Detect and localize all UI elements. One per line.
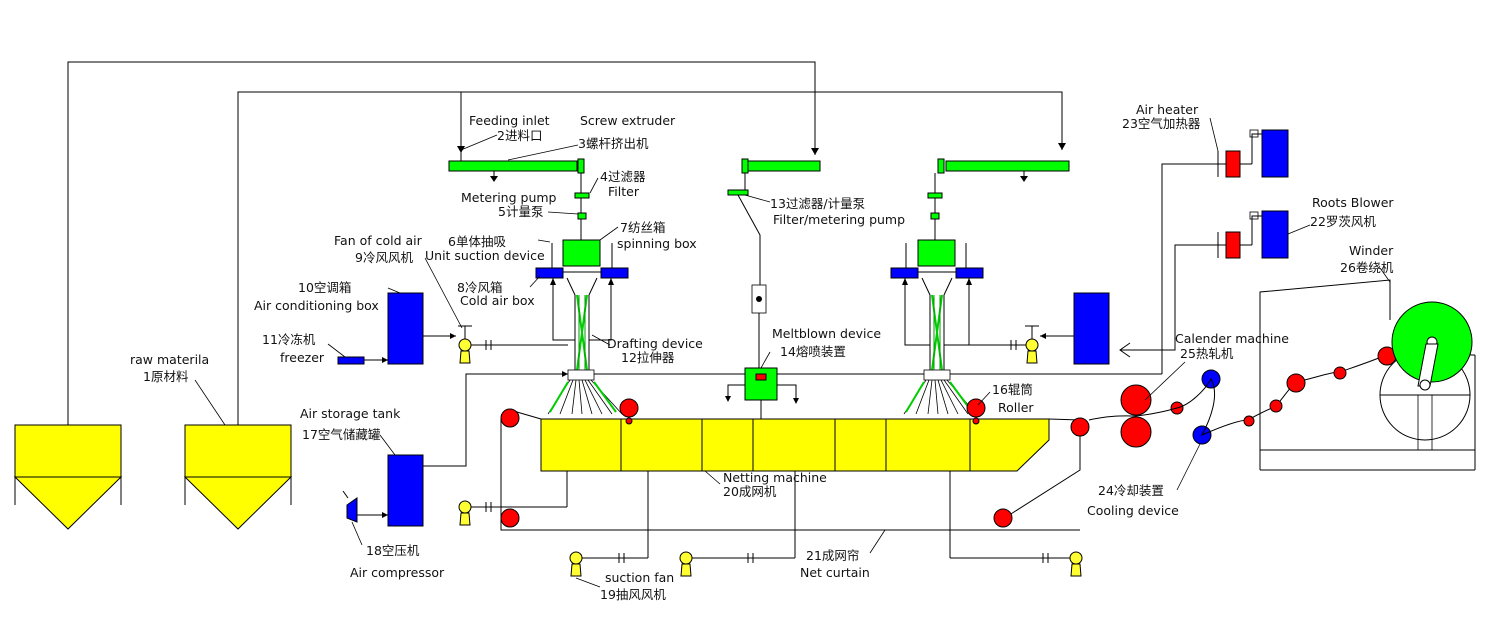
post-rollers	[1243, 346, 1397, 427]
air-conditioning-box	[387, 292, 424, 365]
spinning-box-3	[905, 239, 967, 273]
label-netting-en: Netting machine	[723, 470, 827, 485]
label-netting-cn: 20成网机	[723, 484, 777, 499]
label-filter-cn: 4过滤器	[600, 169, 646, 184]
cold-air-box-1	[535, 267, 629, 279]
label-filter-en: Filter	[608, 184, 640, 199]
label-suction-fan-cn: 19抽风风机	[600, 587, 666, 602]
air-heater-2	[1217, 211, 1262, 259]
screw-extruder-2	[727, 158, 821, 285]
suction-fan-right	[949, 471, 1083, 577]
label-metering-pump-en: Metering pump	[461, 190, 557, 205]
label-filter-pump-en: Filter/metering pump	[773, 212, 905, 227]
suction-fan-left	[458, 471, 568, 526]
label-roots-blower-en: Roots Blower	[1312, 195, 1394, 210]
label-unit-suction-cn: 6单体抽吸	[448, 234, 506, 249]
label-metering-pump-cn: 5计量泵	[498, 204, 543, 219]
label-drafting-en: Drafting device	[607, 336, 703, 351]
feed-lines	[67, 61, 1066, 425]
roots-blower-2	[1261, 210, 1289, 259]
label-screw-extruder-en: Screw extruder	[580, 113, 676, 128]
label-air-storage-en: Air storage tank	[300, 406, 401, 421]
air-heater-1	[1217, 129, 1262, 178]
label-calender-cn: 25热轧机	[1180, 346, 1234, 361]
label-meltblown-en: Meltblown device	[772, 326, 881, 341]
air-compressor	[342, 490, 388, 523]
cold-air-fan-right	[944, 292, 1110, 365]
label-air-compressor-cn: 18空压机	[366, 543, 420, 558]
label-air-storage-cn: 17空气储藏罐	[302, 427, 381, 442]
filter-metering-pump	[751, 284, 767, 368]
label-spinning-box-en: spinning box	[617, 236, 697, 251]
label-fan-cold-air-cn: 9冷风风机	[355, 250, 413, 265]
rollers	[500, 398, 1090, 528]
suction-fan-2	[679, 471, 796, 577]
label-fan-cold-air-en: Fan of cold air	[334, 233, 423, 248]
drafting-device-1	[547, 277, 623, 415]
label-freezer-en: freezer	[280, 350, 325, 365]
suction-fan-1	[569, 471, 649, 577]
label-roller-cn: 16辊筒	[992, 382, 1033, 397]
label-cooling-en: Cooling device	[1087, 503, 1179, 518]
label-air-heater-cn: 23空气加热器	[1122, 116, 1201, 131]
label-winder-en: Winder	[1349, 243, 1394, 258]
raw-material-hopper-right	[183, 424, 293, 530]
cold-air-fan	[423, 325, 568, 364]
freezer	[337, 356, 388, 365]
filter-3	[927, 173, 943, 240]
cold-air-box-3	[890, 267, 984, 279]
label-feeding-inlet-en: Feeding inlet	[469, 113, 550, 128]
label-drafting-cn: 12拉伸器	[621, 350, 675, 365]
label-cold-air-box-en: Cold air box	[460, 293, 535, 308]
label-air-heater-en: Air heater	[1136, 102, 1199, 117]
label-air-cond-cn: 10空调箱	[298, 280, 351, 295]
screw-extruder-3	[937, 158, 1070, 182]
raw-material-hopper-left	[13, 424, 123, 530]
label-screw-extruder-cn: 3螺杆挤出机	[578, 136, 649, 151]
label-winder-cn: 26卷绕机	[1340, 260, 1394, 275]
label-filter-pump-cn: 13过滤器/计量泵	[770, 196, 865, 211]
roots-blower-1	[1261, 129, 1289, 178]
label-raw-material-en: raw materila	[130, 352, 209, 367]
label-suction-fan-en: suction fan	[605, 570, 674, 585]
hot-air-lines	[1119, 163, 1226, 374]
spinning-box-1	[551, 239, 613, 273]
net-curtain-belt	[500, 409, 1081, 531]
label-calender-en: Calender machine	[1175, 331, 1289, 346]
label-roots-blower-cn: 22罗茨风机	[1310, 214, 1376, 229]
label-air-cond-en: Air conditioning box	[254, 298, 379, 313]
label-cold-air-box-cn: 8冷风箱	[457, 280, 502, 295]
labels: Feeding inlet 2进料口 Screw extruder 3螺杆挤出机…	[130, 102, 1394, 602]
label-net-curtain-cn: 21成网帘	[806, 548, 859, 563]
drafting-device-3	[902, 277, 977, 415]
meltblown-device	[725, 367, 799, 420]
label-net-curtain-en: Net curtain	[800, 565, 870, 580]
label-air-compressor-en: Air compressor	[350, 565, 445, 580]
label-unit-suction-en: Unit suction device	[425, 248, 545, 263]
label-roller-en: Roller	[998, 400, 1034, 415]
winder	[1259, 279, 1476, 471]
label-meltblown-cn: 14熔喷装置	[780, 344, 846, 359]
label-spinning-box-cn: 7纺丝箱	[620, 220, 665, 235]
label-raw-material-cn: 1原材料	[143, 369, 189, 384]
filter-1	[574, 173, 590, 240]
leader-lines	[194, 117, 1391, 588]
screw-extruder-1	[448, 152, 585, 182]
air-storage-tank	[387, 371, 568, 527]
label-cooling-cn: 24冷却装置	[1098, 483, 1164, 498]
netting-machine	[540, 418, 1050, 472]
label-freezer-cn: 11冷冻机	[262, 332, 316, 347]
label-feeding-inlet-cn: 2进料口	[497, 128, 542, 143]
